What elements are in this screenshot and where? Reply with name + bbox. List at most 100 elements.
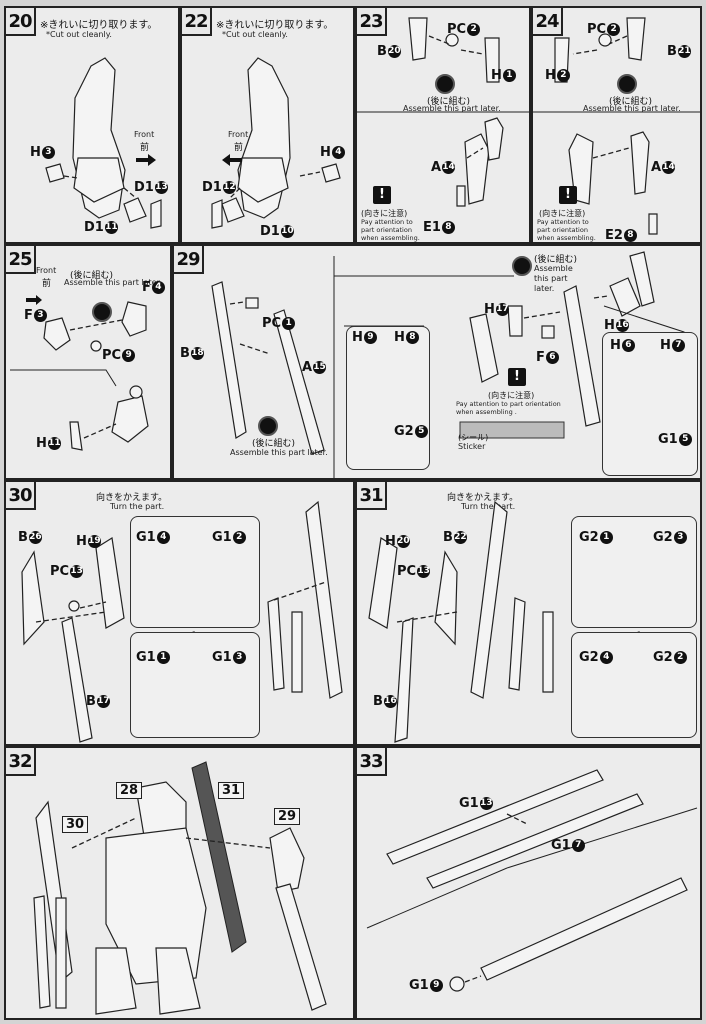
- step-ref-30: 30: [62, 816, 89, 833]
- parts-detail-box: [571, 516, 697, 628]
- assemble-later-jp: (後に組む): [252, 439, 296, 449]
- parts-detail-box: [571, 632, 697, 738]
- warning-jp: (向きに注意): [488, 391, 535, 400]
- part-label-pc: PC13: [397, 564, 431, 579]
- assemble-later-icon: [617, 74, 637, 94]
- part-label-d1: D111: [84, 220, 118, 235]
- warning-en: Pay attention to part orientation when a…: [537, 218, 596, 242]
- step-number: 24: [533, 8, 563, 36]
- part-label-a: A14: [651, 160, 676, 175]
- leg-assembly-illustration: [211, 57, 341, 229]
- rifle-assembly-illustration: [366, 769, 698, 992]
- step-number: 31: [357, 482, 387, 510]
- step-22-panel: 22 ※きれいに切り取ります。 *Cut out cleanly. Front …: [180, 6, 355, 244]
- parts-detail-box: [130, 632, 260, 738]
- step-number: 33: [357, 748, 387, 776]
- part-label-d1: D112: [202, 180, 236, 195]
- assemble-later-icon: [512, 256, 532, 276]
- cut-note-en: *Cut out cleanly.: [222, 30, 288, 39]
- parts-detail-box: [346, 326, 430, 470]
- full-assembly-illustration: [33, 761, 327, 1015]
- step-30-panel: 30 向きをかえます。 Turn the part. B26 H19 PC13 …: [4, 480, 355, 746]
- step-number: 20: [6, 8, 36, 36]
- joint-assembly-illustration: [10, 295, 149, 451]
- assemble-later-icon: [258, 416, 278, 436]
- parts-detail-box: [602, 332, 698, 476]
- assemble-later-icon: [435, 74, 455, 94]
- warning-jp: (向きに注意): [539, 209, 586, 218]
- step-number: 32: [6, 748, 36, 776]
- assemble-later-en: Assemble this part later.: [403, 104, 501, 113]
- front-label: Front: [134, 130, 155, 139]
- sticker-jp: (シール): [458, 433, 489, 442]
- step-32-panel: 32 28 31 30 29: [4, 746, 355, 1020]
- turn-note-jp: 向きをかえます。: [96, 493, 168, 503]
- assemble-later-en: Assemble this part later.: [534, 264, 573, 293]
- step-ref-29: 29: [274, 808, 301, 825]
- warning-icon: !: [508, 368, 526, 386]
- step-20-panel: 20 ※きれいに切り取ります。 *Cut out cleanly. Front …: [4, 6, 180, 244]
- cut-note-jp: ※きれいに切り取ります。: [40, 20, 158, 31]
- step-number: 23: [357, 8, 387, 36]
- part-label-h: H11: [36, 436, 61, 451]
- part-label-b: B18: [180, 346, 204, 361]
- step-ref-31: 31: [218, 782, 245, 799]
- part-label-d1: D113: [134, 180, 168, 195]
- assemble-later-jp: (後に組む): [70, 271, 114, 281]
- warning-en: Pay attention to part orientation when a…: [456, 400, 561, 416]
- part-label-h: H17: [484, 302, 509, 317]
- part-label-h: H19: [76, 534, 101, 549]
- sticker-en: Sticker: [458, 442, 486, 451]
- part-label-h: H16: [604, 318, 629, 333]
- binder-assembly-illustration: [211, 251, 695, 478]
- assemble-later-jp: (後に組む): [609, 97, 653, 107]
- assemble-later-en: Assemble this part later.: [583, 104, 681, 113]
- warning-icon: !: [373, 186, 391, 204]
- part-label-b: B26: [18, 530, 42, 545]
- part-label-a: A14: [431, 160, 456, 175]
- assemble-later-icon: [92, 302, 112, 322]
- assemble-later-jp: (後に組む): [534, 255, 578, 265]
- part-label-b: B22: [443, 530, 467, 545]
- warning-jp: (向きに注意): [361, 209, 408, 218]
- step-31-panel: 31 向きをかえます。 Turn the part. H20 B22 PC13 …: [355, 480, 702, 746]
- warning-icon: !: [559, 186, 577, 204]
- front-label: Front: [36, 266, 57, 275]
- cut-note-en: *Cut out cleanly.: [46, 30, 112, 39]
- part-label-pc: PC13: [50, 564, 84, 579]
- part-label-b: B20: [377, 44, 401, 59]
- step-number: 29: [174, 246, 204, 274]
- thruster-assembly-illustration: [357, 17, 529, 207]
- front-label: Front: [228, 130, 249, 139]
- front-label-jp: 前: [42, 279, 52, 289]
- turn-note-jp: 向きをかえます。: [447, 493, 519, 503]
- leg-assembly-illustration: [45, 57, 162, 229]
- part-label-b: B16: [373, 694, 397, 709]
- part-label-b: B21: [667, 44, 691, 59]
- cut-note-jp: ※きれいに切り取ります。: [216, 20, 334, 31]
- turn-note-en: Turn the part.: [110, 502, 165, 511]
